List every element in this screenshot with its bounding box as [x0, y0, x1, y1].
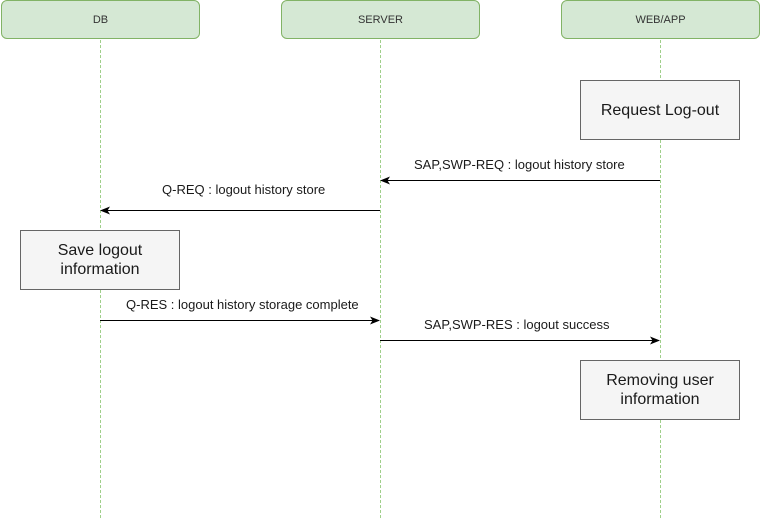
lifeline-db-label: DB	[92, 13, 109, 26]
activity-request-logout: Request Log-out	[580, 80, 740, 140]
activity-request-logout-label: Request Log-out	[600, 101, 720, 119]
lifeline-server-header: SERVER	[281, 0, 480, 39]
lifeline-webapp-header: WEB/APP	[561, 0, 760, 39]
lifeline-webapp-line	[660, 40, 661, 518]
message-label-sap-swp-req: SAP,SWP-REQ : logout history store	[412, 157, 627, 172]
message-label-q-res: Q-RES : logout history storage complete	[124, 297, 361, 312]
activity-save-logout-information-label: Save logout information	[57, 242, 143, 278]
message-label-q-req: Q-REQ : logout history store	[160, 182, 328, 197]
lifeline-server-line	[380, 40, 381, 518]
lifeline-db-header: DB	[1, 0, 200, 39]
activity-removing-user-information-label: Removing user information	[606, 372, 714, 408]
activity-save-logout-information: Save logout information	[20, 230, 180, 290]
activity-removing-user-information: Removing user information	[580, 360, 740, 420]
lifeline-webapp-label: WEB/APP	[635, 13, 686, 26]
message-label-sap-swp-res: SAP,SWP-RES : logout success	[422, 317, 612, 332]
lifeline-server-label: SERVER	[357, 13, 404, 26]
